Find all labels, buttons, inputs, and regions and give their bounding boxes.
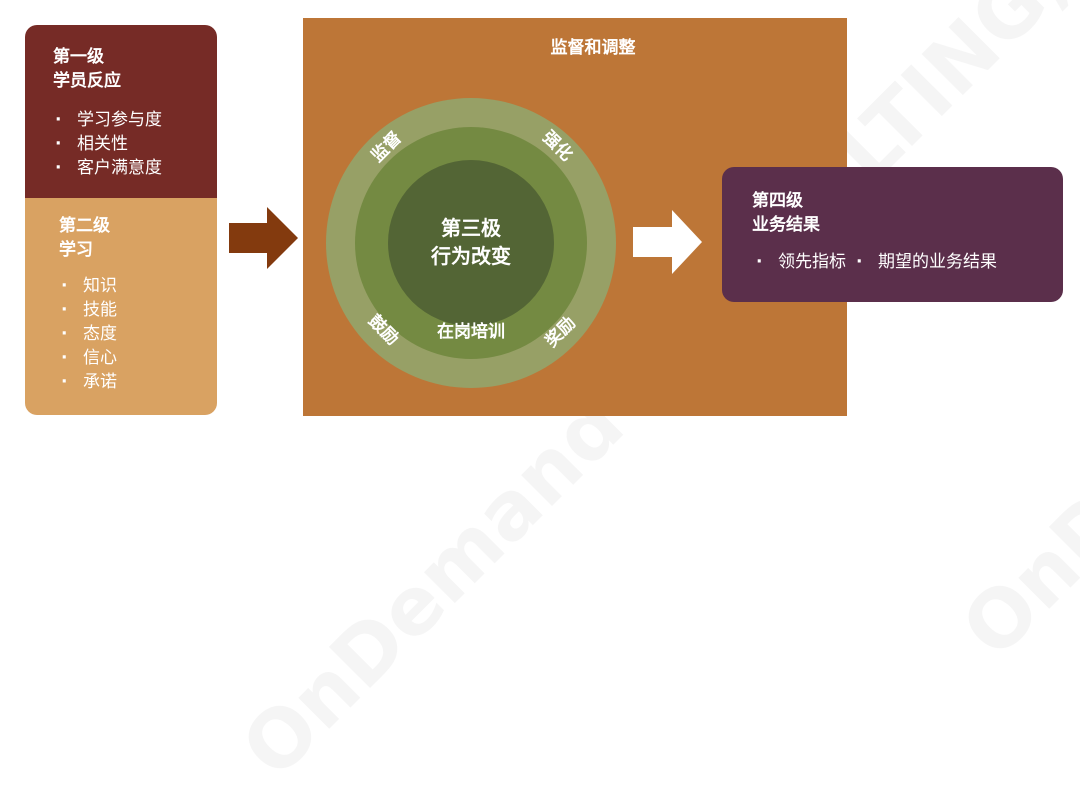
list-item: 技能 (61, 298, 117, 322)
list-item: 态度 (61, 322, 117, 346)
level2-subtitle: 学习 (59, 240, 93, 260)
list-item: 承诺 (61, 370, 117, 394)
arrow-right-icon (229, 207, 298, 269)
level1-box: 第一级 学员反应 学习参与度 相关性 客户满意度 (25, 25, 217, 198)
inner-circle (388, 160, 554, 326)
level1-title: 第一级 (53, 47, 104, 67)
arrow-right-icon (633, 210, 702, 274)
list-item: 客户满意度 (55, 156, 162, 180)
list-item: 信心 (61, 346, 117, 370)
level4-title: 第四级 (752, 191, 803, 211)
list-item: 相关性 (55, 132, 162, 156)
level4-box: 第四级 业务结果 领先指标 期望的业务结果 (722, 167, 1063, 302)
panel-title: 监督和调整 (550, 38, 636, 58)
list-item: 学习参与度 (55, 108, 162, 132)
list-item: 领先指标 (756, 250, 846, 274)
behavior-circles (326, 98, 616, 388)
list-item: 知识 (61, 274, 117, 298)
ring-label-ojt: 在岗培训 (437, 322, 505, 342)
level2-list: 知识 技能 态度 信心 承诺 (61, 274, 117, 394)
level3-subtitle: 行为改变 (431, 244, 511, 268)
level3-center: 第三极 行为改变 (391, 214, 551, 270)
level4-list: 领先指标 期望的业务结果 (756, 250, 997, 274)
level2-box: 第二级 学习 知识 技能 态度 信心 承诺 (25, 198, 217, 415)
watermark: OnDemand CONSULTING, LLC. (944, 0, 1080, 675)
list-item: 期望的业务结果 (856, 250, 997, 274)
level1-list: 学习参与度 相关性 客户满意度 (55, 108, 162, 180)
level2-title: 第二级 (59, 216, 110, 236)
level4-subtitle: 业务结果 (752, 215, 820, 235)
level1-subtitle: 学员反应 (53, 71, 121, 91)
level3-title: 第三极 (441, 216, 501, 240)
